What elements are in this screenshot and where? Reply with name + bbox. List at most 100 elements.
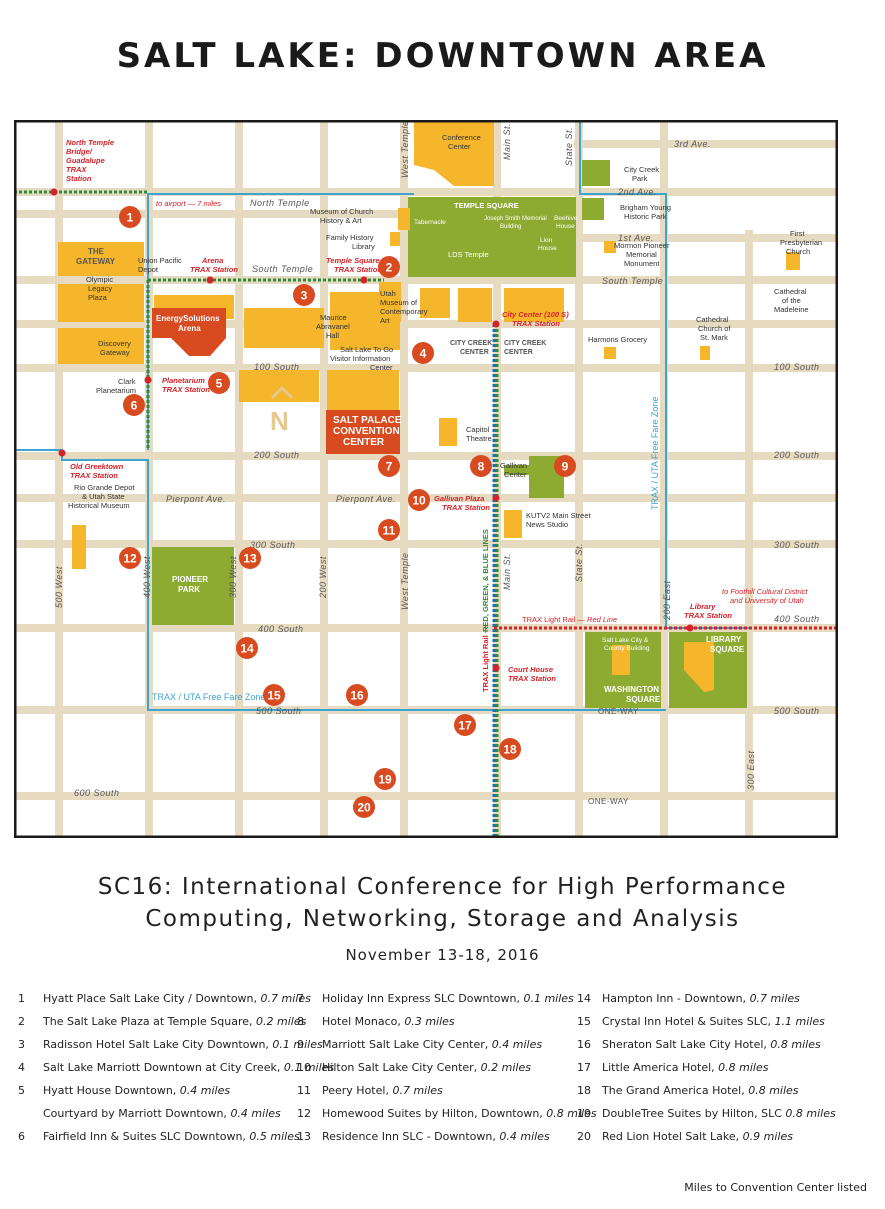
- hotel-name: Red Lion Hotel Salt Lake,: [602, 1130, 740, 1143]
- hotel-name: DoubleTree Suites by Hilton, SLC: [602, 1107, 782, 1120]
- hotel-name-line: Hyatt House Downtown, 0.4 miles: [43, 1082, 230, 1099]
- hotel-number: 11: [297, 1084, 311, 1097]
- hotel-name-line: Homewood Suites by Hilton, Downtown, 0.8…: [322, 1105, 597, 1122]
- hotel-number: 16: [577, 1038, 591, 1051]
- svg-text:N: N: [270, 406, 289, 436]
- svg-text:600 South: 600 South: [74, 788, 120, 798]
- hotel-marker[interactable]: 5: [208, 372, 230, 394]
- brigham-young-park: [582, 198, 604, 220]
- free-fare-zone: [14, 120, 749, 711]
- downtown-map[interactable]: 3rd Ave. 2nd Ave. 1st Ave. North Temple …: [14, 120, 838, 838]
- hotel-name: The Salt Lake Plaza at Temple Square,: [43, 1015, 253, 1028]
- hotel-marker[interactable]: 2: [378, 256, 400, 278]
- hotel-marker[interactable]: 13: [239, 547, 261, 569]
- hotel-marker[interactable]: 10: [408, 489, 430, 511]
- svg-text:300 West: 300 West: [228, 556, 238, 598]
- svg-text:TEMPLE SQUARE: TEMPLE SQUARE: [454, 201, 519, 210]
- hotel-marker-number: 14: [240, 642, 254, 656]
- hotel-marker[interactable]: 18: [499, 738, 521, 760]
- highlight-boxes: [152, 308, 400, 454]
- hotel-miles: 0.8 miles: [770, 1038, 821, 1051]
- hotel-marker[interactable]: 11: [378, 519, 400, 541]
- hotel-number: 14: [577, 992, 591, 1005]
- hotel-miles: 0.8 miles: [546, 1107, 597, 1120]
- misc-labels: to airport — 7 miles to Foothill Cultura…: [152, 199, 808, 702]
- svg-text:ONE-WAY: ONE-WAY: [588, 797, 629, 806]
- hotel-marker-number: 15: [267, 689, 281, 703]
- hotel-marker[interactable]: 9: [554, 455, 576, 477]
- svg-text:Main St.: Main St.: [502, 123, 512, 160]
- hotel-name-line: Little America Hotel, 0.8 miles: [602, 1059, 768, 1076]
- hotel-marker[interactable]: 4: [412, 342, 434, 364]
- hotel-marker[interactable]: 19: [374, 768, 396, 790]
- hotel-name-line: The Salt Lake Plaza at Temple Square, 0.…: [43, 1013, 306, 1030]
- hotel-name-line: Hyatt Place Salt Lake City / Downtown, 0…: [43, 990, 311, 1007]
- hotel-marker-number: 16: [350, 689, 364, 703]
- hotel-marker[interactable]: 14: [236, 637, 258, 659]
- hotel-name-line: Radisson Hotel Salt Lake City Downtown, …: [43, 1036, 323, 1053]
- hotel-marker[interactable]: 20: [353, 796, 375, 818]
- hotel-name: Holiday Inn Express SLC Downtown,: [322, 992, 520, 1005]
- svg-text:500 West: 500 West: [54, 566, 64, 608]
- hotel-marker[interactable]: 6: [123, 394, 145, 416]
- hotel-marker[interactable]: 16: [346, 684, 368, 706]
- hotel-marker-number: 9: [562, 460, 569, 474]
- hotel-number: 13: [297, 1130, 311, 1143]
- hotel-marker[interactable]: 15: [263, 684, 285, 706]
- hotel-marker[interactable]: 12: [119, 547, 141, 569]
- hotel-marker[interactable]: 1: [119, 206, 141, 228]
- hotel-marker[interactable]: 3: [293, 284, 315, 306]
- hotel-miles: 1.1 miles: [774, 1015, 825, 1028]
- hotel-miles: 0.4 miles: [179, 1084, 231, 1097]
- conference-title-line2: Computing, Networking, Storage and Analy…: [145, 906, 740, 932]
- hotel-marker-number: 6: [131, 399, 138, 413]
- conference-center-building: [414, 120, 494, 186]
- hotel-miles: 0.2 miles: [256, 1015, 307, 1028]
- temple-square-park: [408, 197, 576, 277]
- hotel-list-item: 5 Hyatt House Downtown, 0.4 miles: [18, 1082, 308, 1105]
- svg-text:South Temple: South Temple: [602, 276, 663, 286]
- hotel-name: Peery Hotel,: [322, 1084, 389, 1097]
- svg-text:TRAX Light Rail —: TRAX Light Rail —: [481, 625, 490, 692]
- svg-text:300 South: 300 South: [250, 540, 296, 550]
- hotel-name-line: Holiday Inn Express SLC Downtown, 0.1 mi…: [322, 990, 574, 1007]
- hotel-number: 4: [18, 1061, 25, 1074]
- hotel-miles: 0.3 miles: [404, 1015, 455, 1028]
- hotel-name-line: Courtyard by Marriott Downtown, 0.4 mile…: [43, 1105, 281, 1122]
- hotel-marker[interactable]: 17: [454, 714, 476, 736]
- hotel-miles: 0.8 miles: [748, 1084, 799, 1097]
- svg-text:500 South: 500 South: [256, 706, 302, 716]
- svg-text:City Center (100 S)TRAX Statio: City Center (100 S)TRAX Station: [502, 310, 569, 328]
- hotel-marker[interactable]: 7: [378, 455, 400, 477]
- hotel-number: 9: [297, 1038, 304, 1051]
- hotel-marker[interactable]: 8: [470, 455, 492, 477]
- station-dots[interactable]: [50, 188, 694, 672]
- hotel-marker-number: 3: [301, 289, 308, 303]
- hotel-number: 5: [18, 1084, 25, 1097]
- hotel-name: Marriott Salt Lake City Center,: [322, 1038, 489, 1051]
- hotel-name: Hilton Salt Lake City Center,: [322, 1061, 478, 1074]
- hotel-name: Courtyard by Marriott Downtown,: [43, 1107, 227, 1120]
